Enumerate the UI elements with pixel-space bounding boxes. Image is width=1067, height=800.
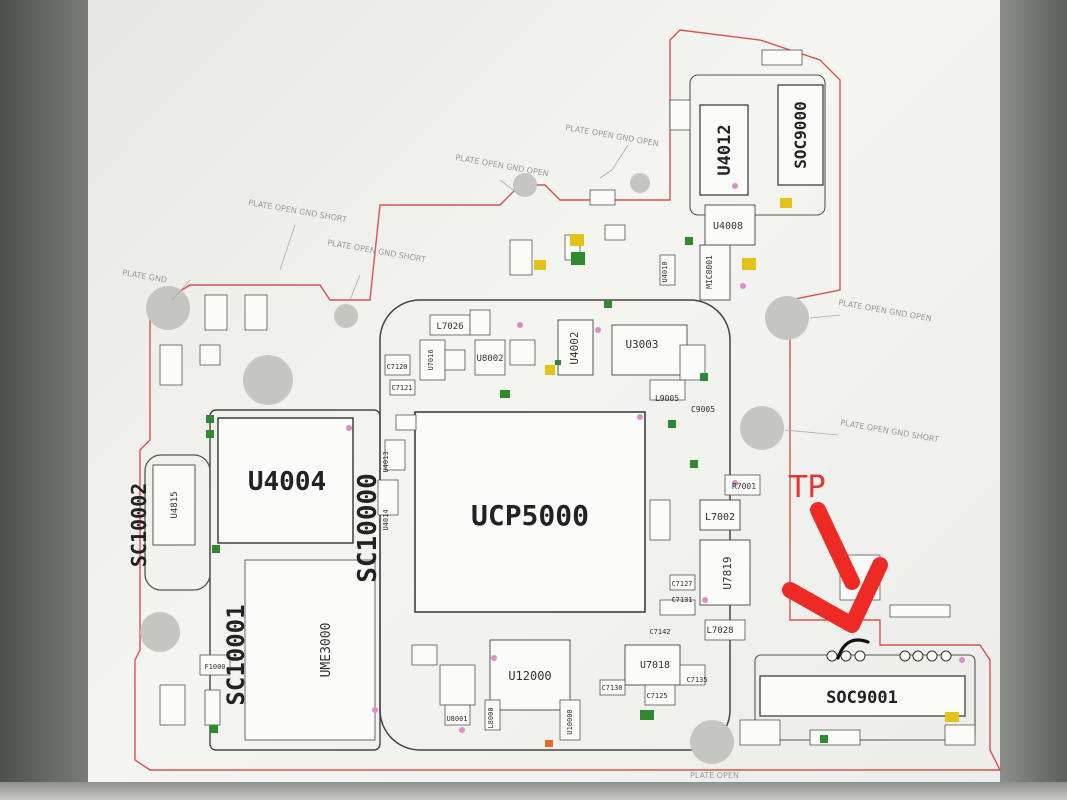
r7001-label: R7001 [732, 482, 756, 491]
l7002-chip [699, 499, 741, 531]
sc10000-label: SC10000 [353, 473, 383, 583]
sc10001-label: SC10001 [222, 604, 250, 705]
monitor-bezel-left [0, 0, 88, 800]
note-plate-open-gnd-open-top: PLATE OPEN GND OPEN [565, 123, 660, 148]
screw-hole-7 [140, 612, 180, 652]
c7130-label: C7130 [601, 684, 622, 692]
u4002-label: U4002 [568, 331, 581, 364]
monitor-bezel-bottom [0, 782, 1067, 800]
u4013-label: U4013 [382, 451, 390, 472]
tp-pads [826, 650, 952, 662]
u4004-label: U4004 [248, 467, 326, 497]
note-plate-open-bottom: PLATE OPEN [690, 771, 739, 780]
u10000-label: U10000 [566, 709, 574, 734]
soc9000-label: SOC9000 [791, 101, 810, 168]
mic8001-chip [699, 244, 731, 301]
u4008-label: U4008 [713, 221, 743, 232]
tp-label: TP [788, 470, 825, 505]
c7121-label: C7121 [391, 384, 412, 392]
soc9001-chip [759, 675, 966, 717]
note-plate-open-gnd-short-left: PLATE OPEN GND SHORT [248, 198, 348, 224]
c7142-label: C7142 [649, 628, 670, 636]
screw-hole-8 [690, 720, 734, 764]
orange-pad [545, 740, 553, 747]
monitor-bezel-right [1000, 0, 1067, 800]
u4004-chip [217, 417, 354, 544]
l7026-label: L7026 [436, 322, 463, 332]
l7002-label: L7002 [705, 512, 735, 523]
ume3000-chip [244, 559, 376, 741]
u7018-label: U7018 [640, 660, 670, 671]
green-pads [206, 237, 828, 743]
u12000-chip [489, 639, 571, 711]
screw-hole-3 [334, 304, 358, 328]
u7018-chip [624, 644, 681, 686]
u7819-chip [699, 539, 751, 606]
ucp5000-chip [414, 411, 646, 613]
soc9000-chip [777, 84, 824, 186]
sc10002-label: SC10002 [127, 483, 151, 567]
l7028-label: L7028 [706, 626, 733, 636]
screw-hole-9 [630, 173, 650, 193]
top-shield-outline [689, 74, 826, 216]
c7120-label: C7120 [386, 363, 407, 371]
u8001-label: U8001 [446, 715, 467, 723]
f1000-label: F1000 [204, 663, 225, 671]
u8002-label: U8002 [476, 354, 503, 364]
note-leaders [171, 144, 841, 436]
tp-arrow [782, 502, 888, 633]
screw-hole-1 [146, 286, 190, 330]
u4815-label: U4815 [170, 491, 180, 518]
note-plate-open-gnd-open-mid: PLATE OPEN GND OPEN [455, 153, 550, 178]
note-plate-gnd: PLATE GND [122, 268, 168, 285]
u4815-chip [152, 464, 196, 546]
c9005-label: C9005 [691, 405, 715, 414]
u4010-label: U4010 [661, 261, 669, 282]
u4014-label: U4014 [382, 509, 390, 530]
l8000-label: L8000 [487, 707, 495, 728]
ume3000-label: UME3000 [319, 623, 334, 678]
left-shield-outline [209, 409, 381, 751]
u4012-chip [699, 104, 749, 196]
c7125-label: C7125 [646, 692, 667, 700]
note-plate-open-gnd-short-right: PLATE OPEN GND SHORT [840, 418, 940, 444]
u7819-label: U7819 [721, 556, 734, 589]
c7135-label: C7135 [686, 676, 707, 684]
u3003-chip [611, 324, 688, 376]
tp-bridge-mark [836, 638, 870, 660]
u7016-label: U7016 [427, 349, 435, 370]
c7127-label: C7127 [671, 580, 692, 588]
pink-points [346, 183, 965, 733]
ucp5000-label: UCP5000 [471, 499, 589, 532]
note-plate-open-gnd-open-right: PLATE OPEN GND OPEN [838, 298, 933, 323]
screw-hole-4 [513, 173, 537, 197]
screw-hole-5 [765, 296, 809, 340]
u4002-chip [557, 319, 594, 376]
board-outline [134, 29, 1002, 771]
l9005-label: L9005 [655, 394, 679, 403]
soc9001-label: SOC9001 [826, 688, 898, 708]
u4008-chip [704, 204, 756, 246]
u12000-label: U12000 [508, 669, 551, 683]
mic8001-label: MIC8001 [705, 255, 714, 289]
u3003-label: U3003 [625, 338, 658, 351]
c7131-label: C7131 [671, 596, 692, 604]
screw-hole-2 [243, 355, 293, 405]
sim-area-outline [144, 454, 211, 591]
u4012-label: U4012 [715, 124, 735, 175]
screw-hole-6 [740, 406, 784, 450]
yellow-pads [534, 198, 959, 722]
